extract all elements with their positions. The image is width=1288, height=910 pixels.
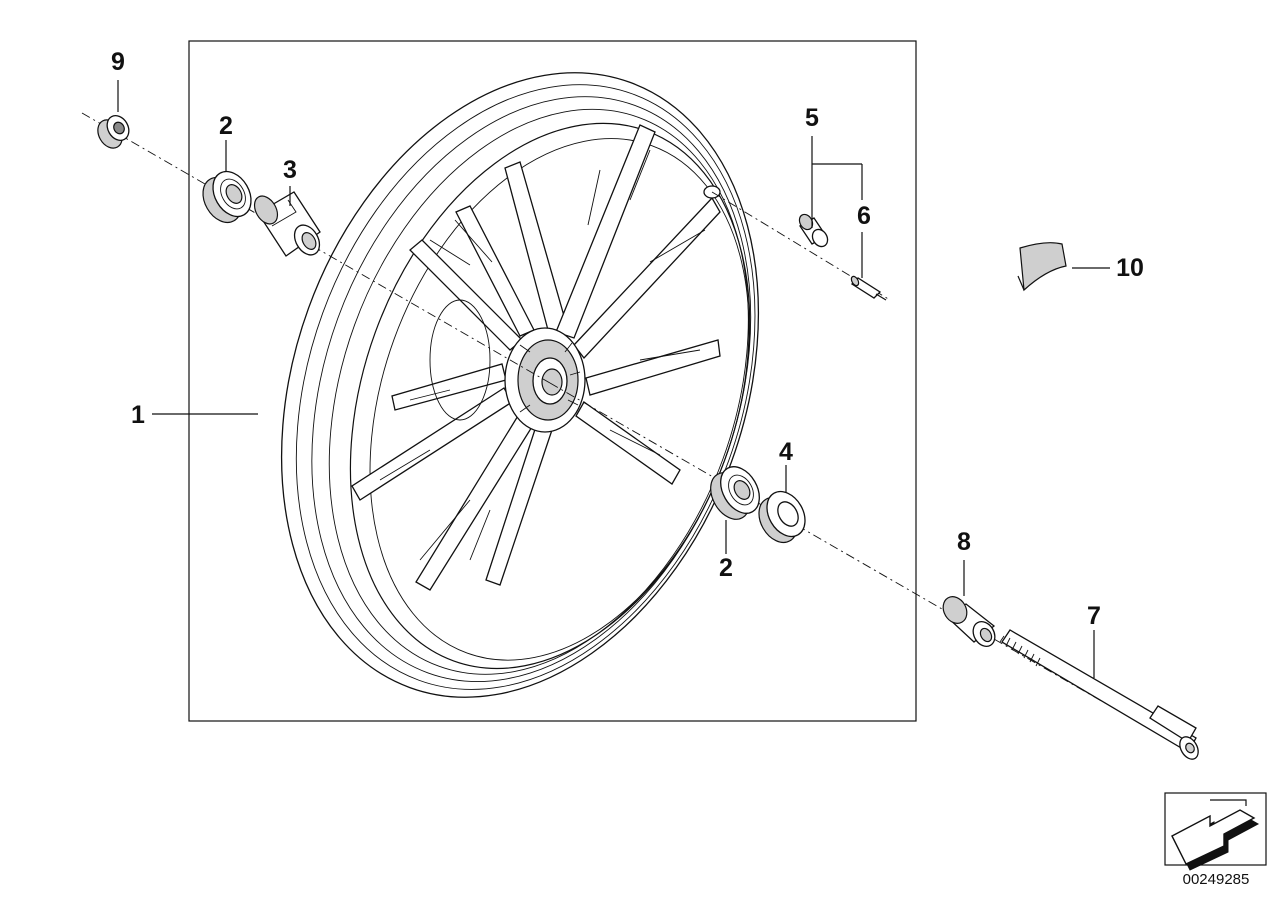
callout-labels: 9 2 3 1 2 4 5 6 10 8 7 <box>111 48 1144 630</box>
leader-lines <box>117 80 1110 678</box>
balance-weight-part-10[interactable] <box>1017 242 1067 292</box>
wheel-hub <box>429 299 586 433</box>
bearing-part-2-lower[interactable] <box>703 460 767 526</box>
callout-7: 7 <box>1087 602 1101 630</box>
spacer-cap-part-9[interactable] <box>93 112 133 153</box>
callout-10: 10 <box>1116 254 1144 282</box>
callout-5: 5 <box>805 104 819 132</box>
axle-part-7[interactable] <box>999 629 1202 762</box>
spacer-bushing-part-8[interactable] <box>938 592 999 650</box>
callout-1: 1 <box>131 401 145 429</box>
callout-3: 3 <box>283 156 297 184</box>
spacer-sleeve-part-3[interactable] <box>250 191 325 259</box>
navigation-arrow-icon[interactable] <box>1164 792 1267 871</box>
callout-4: 4 <box>779 438 793 466</box>
callout-6: 6 <box>857 202 871 230</box>
callout-9: 9 <box>111 48 125 76</box>
callout-2-lower: 2 <box>719 554 733 582</box>
bearing-part-2-upper[interactable] <box>195 165 258 230</box>
callout-2-upper: 2 <box>219 112 233 140</box>
valve-insert-part-6[interactable] <box>850 275 887 301</box>
part-reference-number: 00249285 <box>1183 871 1250 888</box>
spacer-ring-part-4[interactable] <box>751 485 812 550</box>
valve-part-5[interactable] <box>797 212 831 249</box>
assembly-frame <box>188 40 917 722</box>
callout-8: 8 <box>957 528 971 556</box>
